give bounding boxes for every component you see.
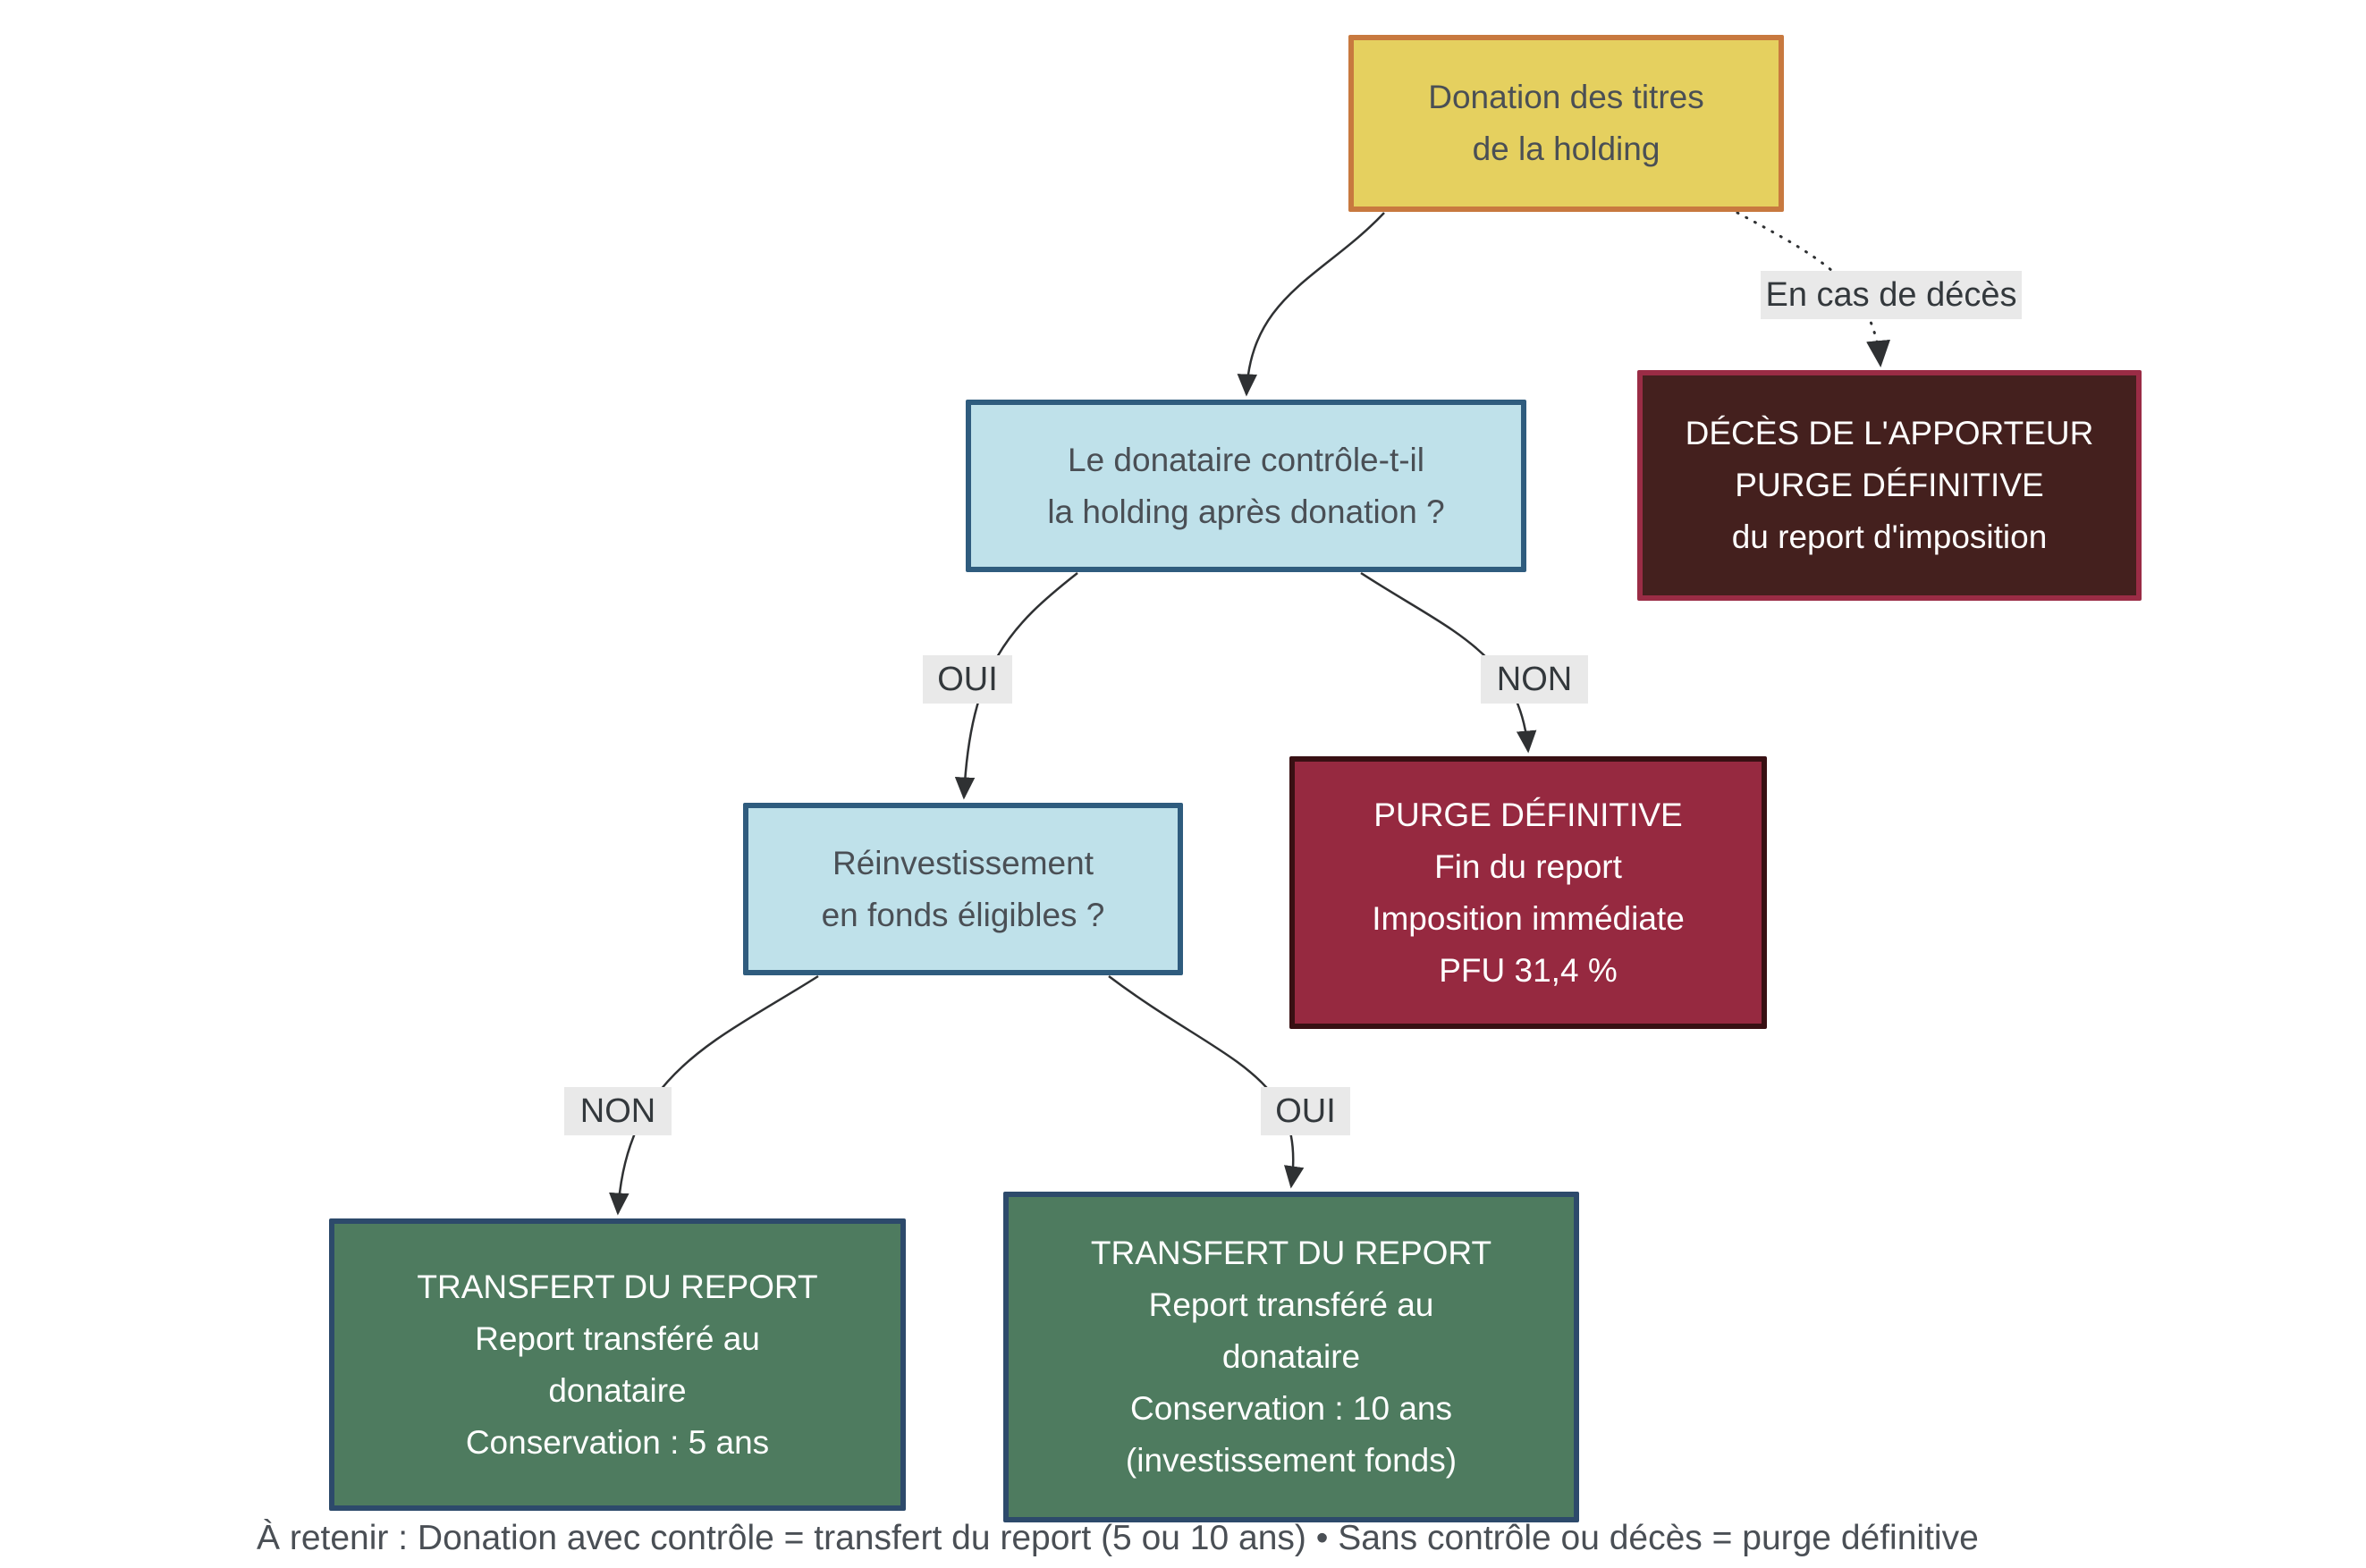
node-transfert-report-10-ans: TRANSFERT DU REPORT Report transféré au … [1003, 1192, 1579, 1522]
node-donation-titres-holding: Donation des titres de la holding [1348, 35, 1784, 212]
edge-decision2-non-to-transfer5 [609, 974, 819, 1216]
node-transfert-report-5-ans: TRANSFERT DU REPORT Report transféré au … [329, 1218, 906, 1511]
edge-label-non-1: NON [1481, 655, 1588, 704]
edge-root-to-decision1 [1237, 212, 1385, 397]
node-purge-definitive-pfu: PURGE DÉFINITIVE Fin du report Impositio… [1289, 756, 1767, 1029]
edge-label-oui-1: OUI [923, 655, 1012, 704]
footer-note: À retenir : Donation avec contrôle = tra… [257, 1519, 1979, 1557]
edge-label-non-2: NON [564, 1087, 672, 1135]
node-decision-controle-holding: Le donataire contrôle-t-il la holding ap… [966, 400, 1526, 572]
edge-decision2-oui-to-transfer10 [1108, 975, 1305, 1189]
edge-label-oui-2: OUI [1261, 1087, 1350, 1135]
node-deces-apporteur-purge: DÉCÈS DE L'APPORTEUR PURGE DÉFINITIVE du… [1637, 370, 2142, 601]
edge-decision1-non-to-purge [1360, 571, 1537, 754]
node-decision-reinvestissement-fonds: Réinvestissement en fonds éligibles ? [743, 803, 1183, 975]
edge-label-en-cas-de-deces: En cas de décès [1761, 271, 2022, 319]
